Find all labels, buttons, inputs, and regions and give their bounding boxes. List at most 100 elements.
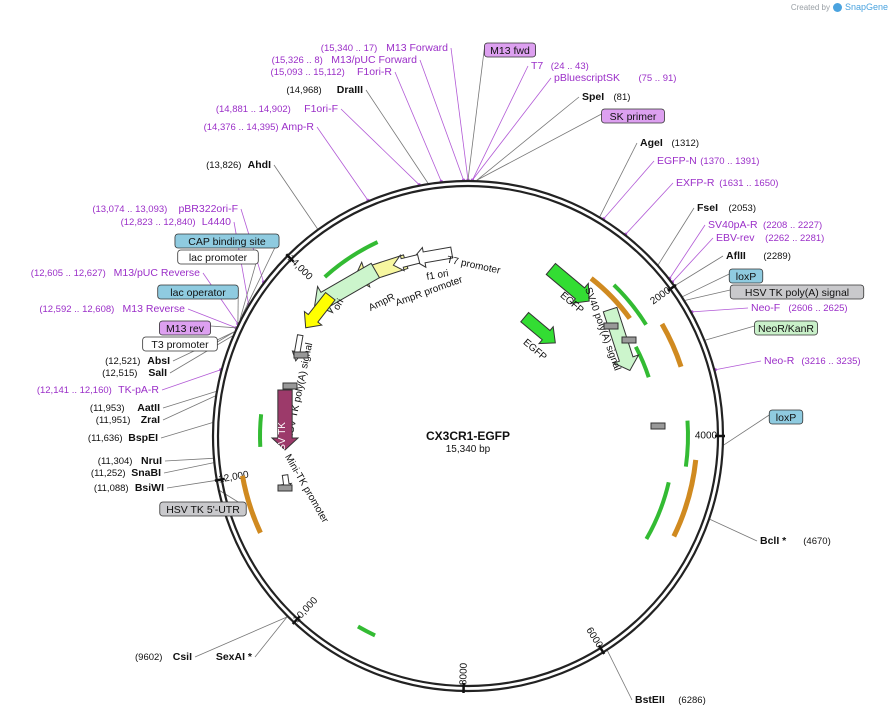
snabi-label: SnaBI: [131, 467, 161, 479]
bsteii-coord: (6286): [678, 695, 705, 706]
amp-r-label: Amp-R: [281, 121, 314, 133]
credit-brand: SnapGene: [844, 2, 888, 12]
m13-puc-reverse-label: M13/pUC Reverse: [114, 267, 201, 279]
site-pbr322ori-f: pBR322ori-F(13,074 .. 13,093): [92, 203, 238, 215]
credit-prefix: Created by: [790, 2, 830, 12]
hsv-tk-arrow: [270, 389, 300, 451]
pbluescriptsk-coord: (75 .. 91): [638, 73, 676, 84]
egfp-arrow: [545, 262, 590, 304]
t7-coord: (24 .. 43): [551, 61, 589, 72]
site-absi: AbsI(12,521): [105, 355, 170, 367]
csii-label: CsiI: [173, 651, 192, 663]
aflii-label: AflII: [726, 250, 746, 262]
snapgene-credit: Created by SnapGene: [791, 2, 888, 12]
spei-coord: (81): [614, 92, 631, 103]
site-neo-r: Neo-R(3216 .. 3235): [764, 355, 861, 367]
feature-egfp: [520, 311, 556, 345]
pbluescriptsk-label: pBluescriptSK: [554, 72, 620, 84]
l4440-coord: (12,823 .. 12,840): [121, 217, 196, 228]
site-bcli: BclI *(4670): [760, 535, 831, 547]
site-lac-promoter: lac promoter: [177, 249, 259, 265]
leader-line: [161, 369, 221, 391]
tick-label: 14,000: [285, 253, 315, 283]
site-l4440: L4440 (12,823 .. 12,840): [121, 216, 232, 228]
nrui-coord: (11,304): [98, 456, 133, 467]
sexai-label: SexAI *: [216, 651, 253, 663]
hsv-tk-5-utr-label: HSV TK 5'-UTR: [166, 504, 240, 516]
site-aatii: AatII(11,953): [90, 402, 160, 414]
egfp-n-label: EGFP-N: [657, 155, 697, 167]
primer-arc: [240, 475, 263, 534]
m13-puc-reverse-coord: (12,605 .. 12,627): [31, 268, 106, 279]
site-marker: [282, 382, 298, 390]
leader-line: [187, 308, 237, 329]
cap-binding-site-label: CAP binding site: [188, 236, 266, 248]
leader-line: [672, 237, 714, 283]
site-zrai: ZraI(11,951): [96, 414, 160, 426]
site-egfp-n: EGFP-N(1370 .. 1391): [657, 155, 759, 167]
absi-coord: (12,521): [105, 356, 140, 367]
egfp-arrow: [520, 311, 556, 345]
tk-pa-r-label: TK-pA-R: [118, 384, 159, 396]
m13-forward-label: M13 Forward: [386, 42, 448, 54]
leader-line: [685, 289, 731, 301]
leader-line: [467, 47, 485, 181]
tick-label: 4000: [695, 431, 718, 442]
pbr322ori-f-label: pBR322ori-F: [178, 203, 238, 215]
neo-r-coord: (3216 .. 3235): [801, 356, 860, 367]
bspei-label: BspEI: [128, 432, 158, 444]
leader-line: [162, 391, 217, 409]
site-lac-operator: lac operator: [157, 284, 239, 300]
t3-promoter-label: T3 promoter: [151, 339, 209, 351]
backbone-tick: [214, 477, 225, 482]
site-m13-fwd: M13 fwd: [484, 42, 536, 58]
primer-arc: [357, 624, 376, 638]
m13-fwd-label: M13 fwd: [490, 45, 530, 57]
bspei-coord: (11,636): [88, 433, 123, 444]
site-m13-puc-forward: M13/pUC Forward(15,326 .. 8): [272, 54, 418, 66]
snabi-coord: (11,252): [91, 468, 126, 479]
site-agei: AgeI(1312): [640, 137, 699, 149]
egfp-n-coord: (1370 .. 1391): [700, 156, 759, 167]
neor-kanr-box: [754, 320, 818, 336]
f1ori-r-label: F1ori-R: [357, 66, 392, 78]
leader-line: [669, 224, 706, 279]
leader-line: [169, 335, 233, 374]
site-exfp-r: EXFP-R(1631 .. 1650): [676, 177, 778, 189]
feature-label-ampr: AmpR: [367, 292, 397, 314]
l4440-label: L4440: [202, 216, 231, 228]
primer-arc: [644, 481, 671, 540]
zrai-coord: (11,951): [96, 415, 131, 426]
bsiwi-coord: (11,088): [94, 483, 129, 494]
center-label: CX3CR1-EGFP 15,340 bp: [426, 429, 510, 455]
leader-line: [166, 480, 216, 489]
bsiwi-label: BsiWI: [135, 482, 164, 494]
site-cap-binding-site: CAP binding site: [174, 233, 280, 249]
leader-line: [472, 77, 552, 181]
leader-line: [241, 238, 280, 316]
leader-line: [723, 414, 770, 446]
feature-label-ori: ori: [331, 297, 346, 312]
site-sexai: SexAI *: [216, 651, 253, 663]
site-marker: [293, 351, 309, 359]
backbone-tick: [285, 253, 295, 263]
site-m13-puc-reverse: M13/pUC Reverse (12,605 .. 12,627): [31, 267, 200, 279]
leader-line: [682, 273, 730, 297]
m13-rev-box: [159, 320, 211, 336]
site-marker: [650, 422, 666, 430]
primer-arc: [659, 322, 684, 368]
leader-line: [472, 65, 529, 181]
lac-operator-box: [157, 284, 239, 300]
m13-rev-label: M13 rev: [166, 323, 205, 335]
lac-promoter-label: lac promoter: [189, 252, 248, 264]
site-hsv-tk-5-utr: HSV TK 5'-UTR: [159, 501, 247, 517]
leader-line: [657, 207, 695, 265]
feature-hsv-tk: [270, 389, 300, 451]
loxp-box: [728, 268, 764, 284]
leader-line: [709, 518, 758, 542]
snapgene-logo-icon: [832, 2, 842, 12]
leader-line: [163, 462, 214, 474]
leader-line: [625, 182, 674, 235]
sk-primer-box: [601, 108, 665, 124]
plasmid-name: CX3CR1-EGFP: [426, 429, 510, 443]
